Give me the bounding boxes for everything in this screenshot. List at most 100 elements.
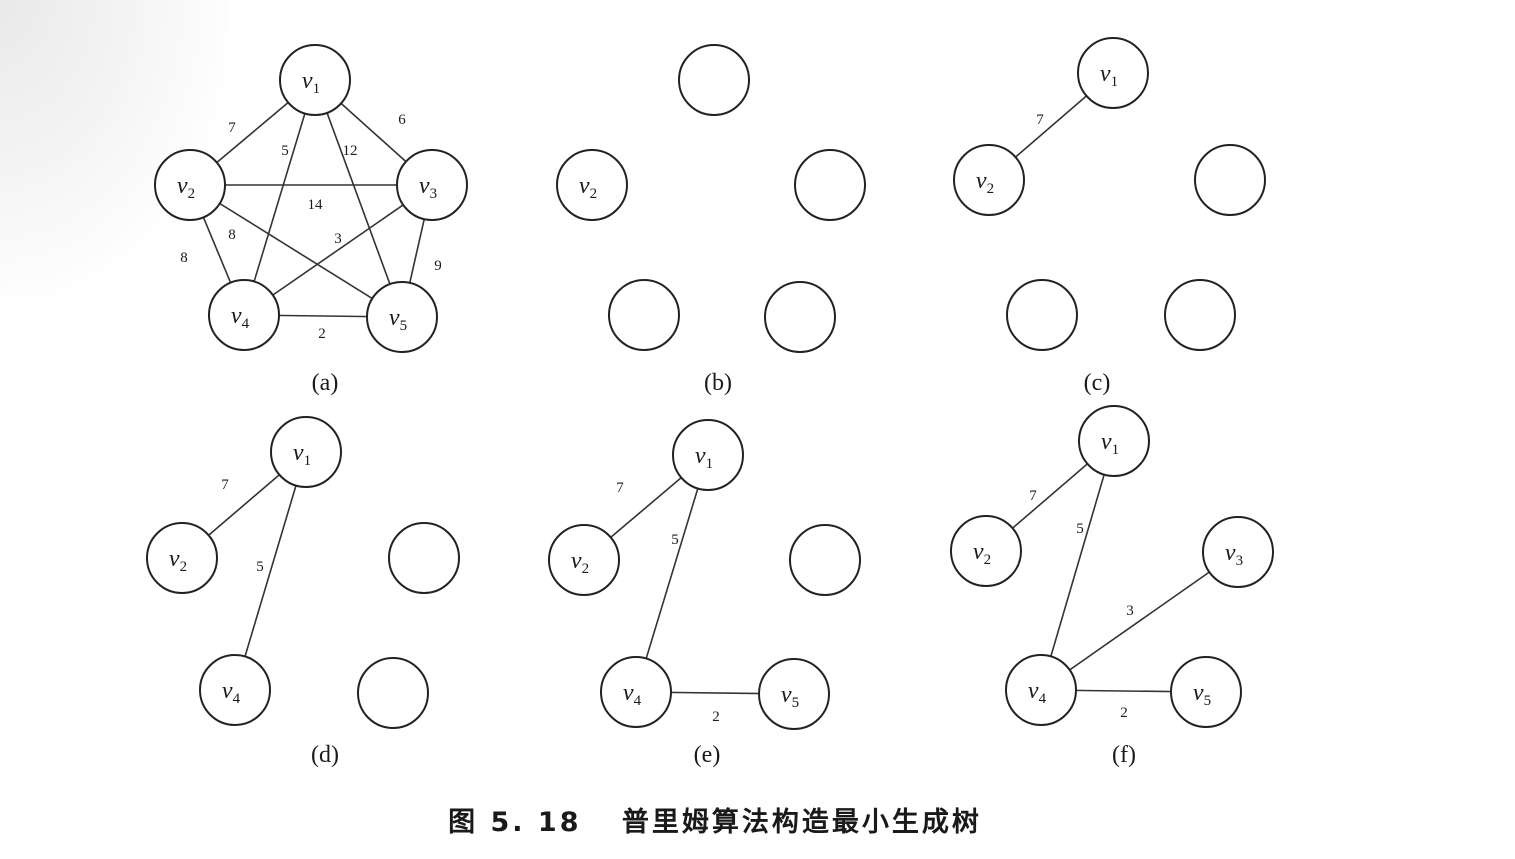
node-v1: v1	[1078, 405, 1150, 477]
node-circle	[548, 524, 620, 596]
node-label: v2	[973, 539, 991, 568]
node-v5	[764, 281, 836, 353]
node-circle	[388, 522, 460, 594]
node-label: v4	[222, 678, 241, 707]
node-circle	[953, 144, 1025, 216]
edge-weight-v4-v5: 2	[318, 326, 326, 342]
node-v2: v2	[953, 144, 1025, 216]
node-subscript: 2	[987, 181, 995, 197]
edge-weight-v2-v4: 8	[180, 250, 188, 266]
edge-v1-v4	[1040, 440, 1115, 691]
node-subscript: 2	[180, 559, 188, 575]
edge-weight-v3-v4: 3	[334, 231, 342, 247]
node-subscript: 4	[242, 316, 250, 332]
node-v2: v2	[146, 522, 218, 594]
edge-v3-v4	[243, 184, 433, 316]
node-label: v5	[781, 682, 799, 711]
node-letter: v	[177, 173, 188, 199]
node-letter: v	[623, 680, 634, 706]
node-v3	[1194, 144, 1266, 216]
node-label: v4	[231, 303, 250, 332]
panel-label: (c)	[1084, 370, 1111, 396]
edge-weight-v1-v5: 12	[343, 143, 358, 159]
edge-v1-v4	[635, 454, 709, 693]
node-circle	[764, 281, 836, 353]
node-circle	[1006, 279, 1078, 351]
node-circle	[208, 279, 280, 351]
node-v3	[388, 522, 460, 594]
node-letter: v	[579, 173, 590, 199]
node-subscript: 5	[400, 318, 408, 334]
node-v4	[608, 279, 680, 351]
node-label: v1	[302, 68, 320, 97]
panel-label: (b)	[704, 370, 732, 396]
node-v4: v4	[600, 656, 672, 728]
node-letter: v	[389, 305, 400, 331]
panel-b: v2 (b)	[556, 44, 866, 396]
node-circle	[600, 656, 672, 728]
node-letter: v	[1028, 678, 1039, 704]
edge-weight-v1-v4: 5	[256, 559, 264, 575]
node-subscript: 3	[1236, 553, 1244, 569]
figure-caption: 图 5. 18 普里姆算法构造最小生成树	[0, 800, 1430, 839]
edge-weight-v1-v2: 7	[616, 480, 624, 496]
node-label: v2	[169, 546, 187, 575]
node-subscript: 1	[1112, 442, 1120, 458]
node-v3: v3	[396, 149, 468, 221]
edge-weight-v3-v4: 3	[1126, 603, 1134, 619]
node-v2: v2	[548, 524, 620, 596]
figure-title: 普里姆算法构造最小生成树	[621, 807, 982, 838]
node-subscript: 4	[634, 693, 642, 709]
node-letter: v	[976, 168, 987, 194]
node-subscript: 4	[1039, 691, 1047, 707]
node-circle	[794, 149, 866, 221]
node-v1: v1	[279, 44, 351, 116]
edge-v3-v4	[1040, 551, 1239, 691]
node-subscript: 1	[304, 453, 312, 469]
edge-weight-v1-v2: 7	[221, 477, 229, 493]
node-subscript: 2	[582, 561, 590, 577]
node-label: v3	[419, 173, 437, 202]
node-circle	[758, 658, 830, 730]
panel-label: (f)	[1112, 742, 1136, 768]
edge-weight-v4-v5: 2	[1120, 705, 1128, 721]
edge-weight-v1-v2: 7	[228, 120, 236, 136]
edge-weight-v1-v4: 5	[1076, 521, 1084, 537]
node-letter: v	[302, 68, 313, 94]
node-letter: v	[293, 440, 304, 466]
panel-label: (e)	[694, 742, 721, 768]
node-circle	[608, 279, 680, 351]
node-v4: v4	[208, 279, 280, 351]
node-label: v3	[1225, 540, 1243, 569]
node-subscript: 1	[1111, 74, 1119, 90]
edge-weight-v1-v4: 5	[281, 143, 289, 159]
node-label: v1	[1100, 61, 1118, 90]
edge-weight-v1-v3: 6	[398, 112, 406, 128]
node-circle	[396, 149, 468, 221]
node-circle	[199, 654, 271, 726]
panel-label: (a)	[312, 370, 339, 396]
node-v1	[678, 44, 750, 116]
node-v2: v2	[950, 515, 1022, 587]
node-v5	[1164, 279, 1236, 351]
edge-v1-v4	[243, 79, 316, 316]
node-label: v2	[579, 173, 597, 202]
node-letter: v	[695, 443, 706, 469]
edge-weight-v1-v4: 5	[671, 532, 679, 548]
node-label: v5	[1193, 680, 1211, 709]
node-label: v4	[1028, 678, 1047, 707]
node-subscript: 2	[984, 552, 992, 568]
node-letter: v	[781, 682, 792, 708]
node-circle	[1077, 37, 1149, 109]
edge-v2-v5	[189, 184, 403, 318]
node-letter: v	[231, 303, 242, 329]
node-circle	[1005, 654, 1077, 726]
node-subscript: 2	[590, 186, 598, 202]
node-circle	[1194, 144, 1266, 216]
